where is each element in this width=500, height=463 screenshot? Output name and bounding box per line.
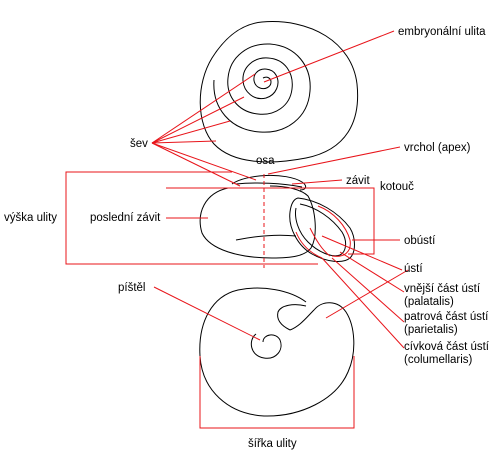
label-usti: ústí bbox=[404, 263, 423, 275]
labels: embryonální ulita šev vrchol (apex) osa … bbox=[4, 26, 490, 450]
side-view-body-whorl bbox=[199, 185, 316, 259]
leader-sev-5 bbox=[151, 142, 241, 187]
leader-vrchol bbox=[267, 146, 401, 175]
label-sev: šev bbox=[130, 138, 148, 150]
leader-usti bbox=[321, 235, 403, 271]
spire-bracket bbox=[166, 187, 375, 255]
label-sirka: šířka ulity bbox=[248, 438, 297, 450]
shell-bottom-view bbox=[199, 287, 355, 417]
parietal-line bbox=[295, 231, 323, 259]
label-parietalis-1: patrová část ústí bbox=[404, 311, 489, 323]
label-zavit: závit bbox=[346, 175, 370, 187]
leader-sev-4 bbox=[151, 140, 217, 144]
top-view-spiral bbox=[213, 43, 311, 133]
peristome-outline bbox=[317, 205, 351, 257]
aperture-highlights bbox=[295, 205, 351, 259]
leader-palatalis bbox=[339, 251, 405, 293]
width-bracket bbox=[199, 356, 355, 429]
label-kotouc: kotouč bbox=[380, 181, 414, 193]
side-view-aperture-outer bbox=[289, 197, 355, 262]
label-vrchol: vrchol (apex) bbox=[404, 142, 471, 154]
columellar-line bbox=[309, 227, 331, 257]
label-palatalis-1: vnější část ústí bbox=[404, 283, 481, 295]
umbilicus-spiral bbox=[250, 333, 282, 359]
shell-top-view bbox=[199, 21, 359, 163]
bottom-view-outline bbox=[199, 287, 355, 417]
label-columellaris-2: (columellaris) bbox=[404, 354, 473, 366]
leader-sev-6 bbox=[151, 142, 257, 181]
leader-columellaris bbox=[321, 257, 405, 349]
leader-sev-2 bbox=[151, 96, 245, 144]
leader-lines bbox=[151, 30, 409, 349]
label-posledni: poslední závit bbox=[90, 212, 161, 224]
leader-usti-bottom bbox=[325, 269, 409, 319]
shell-side-view bbox=[199, 174, 355, 262]
leader-sev-1 bbox=[151, 73, 256, 144]
label-embryonal: embryonální ulita bbox=[398, 26, 486, 38]
label-columellaris-1: cívková část ústí bbox=[404, 341, 490, 353]
label-osa: osa bbox=[256, 155, 275, 167]
side-view-suture bbox=[235, 182, 303, 188]
side-view-aperture-inner bbox=[295, 203, 347, 257]
bottom-view-inner-whorl bbox=[277, 304, 307, 331]
leader-embryonal bbox=[263, 30, 395, 83]
leader-sev-3 bbox=[151, 120, 231, 144]
leader-parietalis bbox=[331, 257, 405, 323]
side-view-inner-line bbox=[235, 234, 297, 241]
label-obusti: obústí bbox=[404, 235, 436, 247]
label-pistel: píštěl bbox=[118, 282, 146, 294]
height-bracket bbox=[65, 171, 318, 265]
leader-zavit bbox=[291, 179, 343, 185]
label-palatalis-2: (palatalis) bbox=[404, 296, 454, 308]
leader-pistel bbox=[153, 286, 261, 341]
label-parietalis-2: (parietalis) bbox=[404, 324, 458, 336]
label-vyska: výška ulity bbox=[4, 212, 57, 224]
measurement-frames bbox=[65, 171, 375, 429]
top-view-outer-whorl bbox=[199, 21, 359, 163]
